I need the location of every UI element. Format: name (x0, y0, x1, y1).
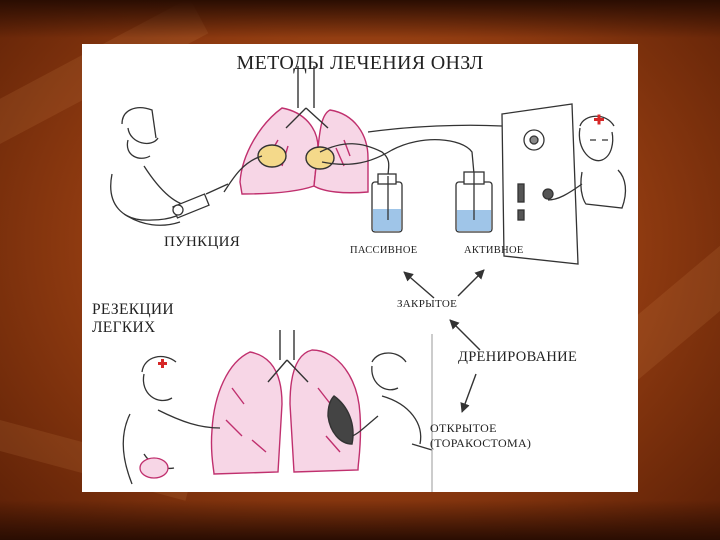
red-cross-icon (158, 359, 167, 368)
diagram-drawing (110, 66, 627, 492)
red-cross-icon (594, 114, 604, 125)
arrow-icon (403, 271, 435, 299)
doctor-figure-icon (547, 115, 627, 209)
resected-tissue-icon (139, 457, 169, 479)
slide-top-shade (0, 0, 720, 38)
drainage-label: ДРЕНИРОВАНИЕ (458, 349, 578, 365)
lung-resection-label: РЕЗЕКЦИИ ЛЕГКИХ (92, 301, 174, 337)
open-drainage-line2: (ТОРАКОСТОМА) (430, 436, 532, 450)
open-drainage-label: ОТКРЫТОЕ (ТОРАКОСТОМА) (430, 421, 531, 451)
syringe-icon (172, 183, 229, 219)
arrow-icon (457, 269, 485, 297)
drainage-bottle-icon (455, 171, 493, 233)
lungs-icon (239, 66, 369, 195)
lung-resection-line1: РЕЗЕКЦИИ (92, 301, 174, 318)
arrow-icon (449, 319, 481, 351)
doctor-figure-icon (122, 355, 221, 485)
diagram-title: МЕТОДЫ ЛЕЧЕНИЯ ОНЗЛ (236, 52, 484, 74)
passive-drainage-label: ПАССИВНОЕ (350, 245, 418, 256)
open-drainage-line1: ОТКРЫТОЕ (430, 421, 497, 435)
doctor-figure-icon (351, 352, 433, 451)
slide-bottom-shade (0, 500, 720, 540)
lung-resection-line2: ЛЕГКИХ (92, 319, 156, 336)
suction-apparatus-icon (501, 103, 579, 265)
lungs-icon (210, 330, 362, 475)
closed-drainage-label: ЗАКРЫТОЕ (397, 298, 458, 310)
drainage-bottle-icon (371, 173, 403, 233)
active-drainage-label: АКТИВНОЕ (464, 245, 524, 256)
puncture-label: ПУНКЦИЯ (164, 234, 241, 250)
diagram-panel: МЕТОДЫ ЛЕЧЕНИЯ ОНЗЛ ПУНКЦИЯ ПАССИВНОЕ АК… (82, 44, 638, 492)
arrow-icon (460, 373, 477, 413)
